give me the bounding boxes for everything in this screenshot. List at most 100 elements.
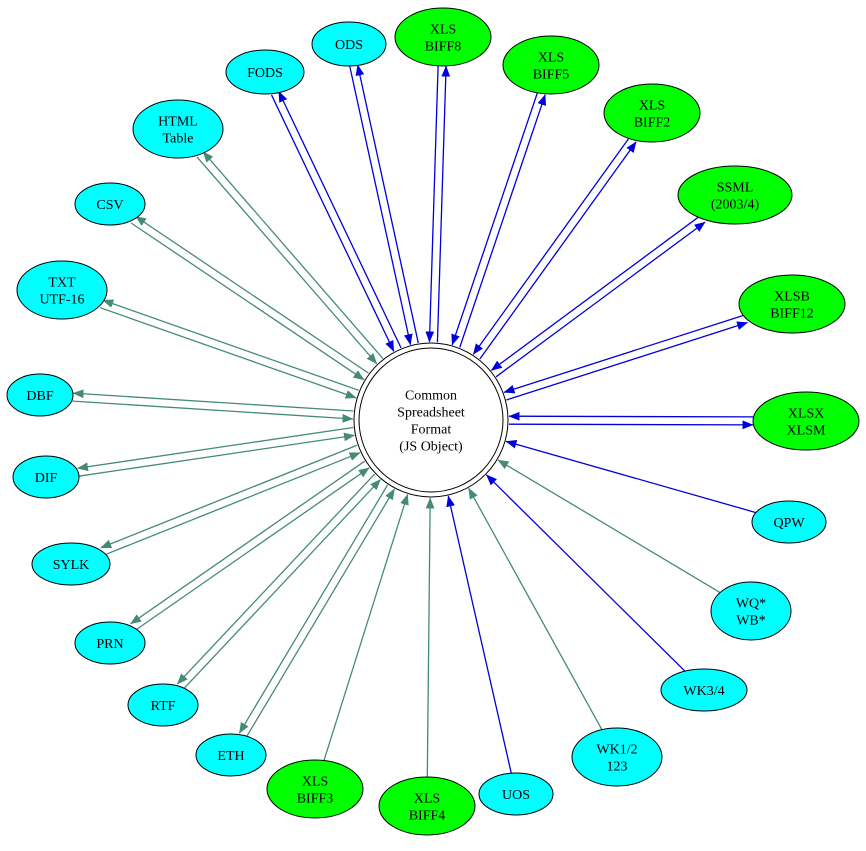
- node-shape-xls-biff2: [603, 83, 701, 143]
- node-label-ods: ODS: [335, 38, 363, 53]
- edge-xls-biff4-to-center: [425, 497, 435, 778]
- node-shape-xls-biff4: [378, 776, 476, 836]
- edge-sylk-to-center: [103, 452, 361, 556]
- node-csv: CSV: [74, 182, 146, 226]
- edge-wq-wb-to-center: [497, 459, 721, 594]
- node-shape-wk34: [660, 668, 748, 712]
- node-sylk: SYLK: [31, 542, 111, 586]
- edge-center-to-ods: [355, 64, 419, 344]
- node-wq-wb: WQ*WB*: [710, 581, 792, 641]
- node-shape-xlsb: [738, 274, 846, 334]
- edge-center-to-xls-biff2: [479, 141, 637, 360]
- edge-center-to-xls-biff8: [436, 65, 451, 343]
- edge-eth-to-center: [245, 488, 396, 738]
- node-label-ssml: SSML(2003/4): [711, 181, 760, 213]
- node-eth: ETH: [195, 733, 267, 777]
- node-shape-ods: [311, 21, 387, 67]
- node-shape-txt-utf16: [16, 260, 108, 320]
- edge-ssml-to-center: [490, 215, 701, 371]
- node-shape-csv: [74, 182, 146, 226]
- edge-xlsx-to-center: [508, 411, 754, 421]
- edge-qpw-to-center: [505, 440, 757, 514]
- node-shape-wq-wb: [710, 581, 792, 641]
- node-dbf: DBF: [6, 373, 74, 417]
- edge-center-to-eth: [238, 484, 389, 734]
- node-uos: UOS: [478, 772, 554, 816]
- node-label-eth: ETH: [217, 749, 244, 764]
- node-shape-prn: [74, 621, 146, 665]
- node-label-csv: CSV: [96, 198, 123, 213]
- node-label-qpw: QPW: [773, 516, 805, 531]
- edge-dbf-to-center: [72, 400, 354, 423]
- edge-ods-to-center: [349, 66, 413, 346]
- node-shape-xls-biff8: [394, 7, 492, 67]
- node-dif: DIF: [12, 455, 80, 499]
- node-label-wk34: WK3/4: [683, 684, 724, 699]
- edge-center-to-csv: [135, 215, 369, 374]
- node-shape-dif: [12, 455, 80, 499]
- edge-fods-to-center: [270, 94, 395, 352]
- edge-xls-biff8-to-center: [425, 65, 439, 343]
- node-label-fods: FODS: [247, 66, 283, 81]
- edge-center-to-ssml: [495, 221, 706, 378]
- edge-xls-biff2-to-center: [472, 136, 631, 355]
- edge-prn-to-center: [134, 467, 370, 631]
- edge-wk34-to-center: [486, 474, 686, 672]
- node-ssml: SSML(2003/4): [677, 165, 793, 225]
- node-shape-dbf: [6, 373, 74, 417]
- node-label-rtf: RTF: [151, 699, 176, 714]
- edge-center-to-html-table: [202, 151, 384, 359]
- node-wk34: WK3/4: [660, 668, 748, 712]
- node-label-dif: DIF: [35, 471, 58, 486]
- node-rtf: RTF: [127, 683, 199, 727]
- edge-dif-to-center: [78, 432, 355, 477]
- node-shape-uos: [478, 772, 554, 816]
- node-shape-rtf: [127, 683, 199, 727]
- edge-center-to-prn: [130, 460, 366, 625]
- edge-xls-biff3-to-center: [323, 493, 409, 761]
- node-label-sylk: SYLK: [53, 558, 90, 573]
- edge-rtf-to-center: [182, 479, 381, 690]
- node-label-prn: PRN: [96, 637, 123, 652]
- node-qpw: QPW: [751, 500, 827, 544]
- edge-center-to-fods: [278, 91, 402, 349]
- edge-wk12-123-to-center: [468, 487, 603, 730]
- edge-txt-utf16-to-center: [99, 307, 357, 399]
- node-shape-xlsx: [752, 391, 860, 451]
- node-shape-sylk: [31, 542, 111, 586]
- edge-uos-to-center: [446, 495, 512, 774]
- edge-layer: [72, 64, 757, 778]
- node-shape-ssml: [677, 165, 793, 225]
- edge-center-to-xlsx: [508, 420, 754, 430]
- node-label-dbf: DBF: [26, 389, 53, 404]
- edge-center-to-sylk: [100, 444, 358, 549]
- node-shape-xls-biff5: [502, 35, 600, 95]
- edge-center-to-xls-biff5: [459, 94, 547, 348]
- node-label-wq-wb: WQ*WB*: [736, 597, 766, 629]
- node-shape-html-table: [132, 99, 224, 159]
- edge-center-to-dbf: [72, 389, 354, 412]
- node-shape-qpw: [751, 500, 827, 544]
- node-shape-xls-biff3: [266, 759, 364, 819]
